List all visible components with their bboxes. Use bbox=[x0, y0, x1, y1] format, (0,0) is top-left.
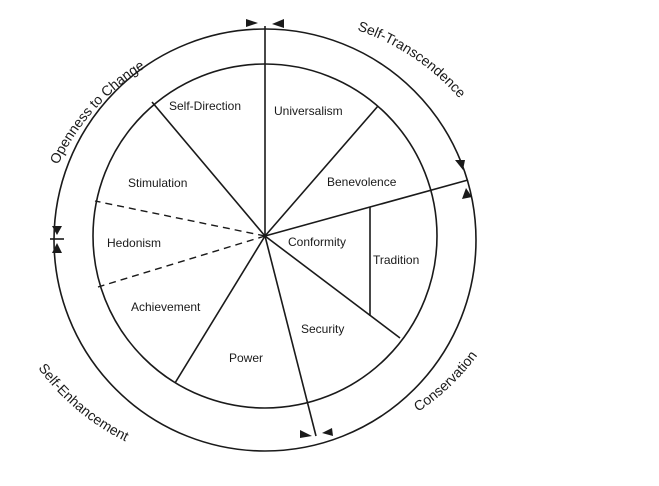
label-security: Security bbox=[301, 322, 344, 336]
divider-stim-sd bbox=[151, 101, 266, 237]
label-achievement: Achievement bbox=[131, 300, 201, 314]
arrow-bottom-right-icon bbox=[322, 428, 333, 436]
arrow-left-lower-icon bbox=[52, 243, 62, 253]
label-conformity: Conformity bbox=[288, 235, 346, 249]
divider-conf-sec bbox=[264, 235, 401, 339]
divider-power-ach bbox=[174, 235, 266, 384]
divider-sec-power bbox=[264, 235, 317, 437]
arrow-top-right-icon bbox=[272, 19, 284, 28]
label-universalism: Universalism bbox=[274, 104, 343, 118]
arrow-left-upper-icon bbox=[52, 226, 62, 235]
arrow-bottom-left-icon bbox=[300, 430, 312, 438]
label-self-enhancement: Self-Enhancement bbox=[36, 360, 132, 444]
label-stimulation: Stimulation bbox=[128, 176, 187, 190]
label-power: Power bbox=[229, 351, 263, 365]
divider-ben-conf bbox=[264, 179, 469, 237]
arrow-right-lower-icon bbox=[462, 188, 472, 199]
label-benevolence: Benevolence bbox=[327, 175, 397, 189]
label-self-direction: Self-Direction bbox=[169, 99, 241, 113]
divider-univ-ben bbox=[264, 105, 379, 237]
arrow-top-left-icon bbox=[246, 19, 258, 27]
divider-hed-ach bbox=[97, 235, 266, 288]
divider-stim-hed bbox=[94, 200, 266, 237]
label-openness-to-change: Openness to Change bbox=[46, 57, 147, 167]
label-tradition: Tradition bbox=[373, 253, 419, 267]
arrow-right-upper-icon bbox=[455, 160, 465, 170]
label-hedonism: Hedonism bbox=[107, 236, 161, 250]
